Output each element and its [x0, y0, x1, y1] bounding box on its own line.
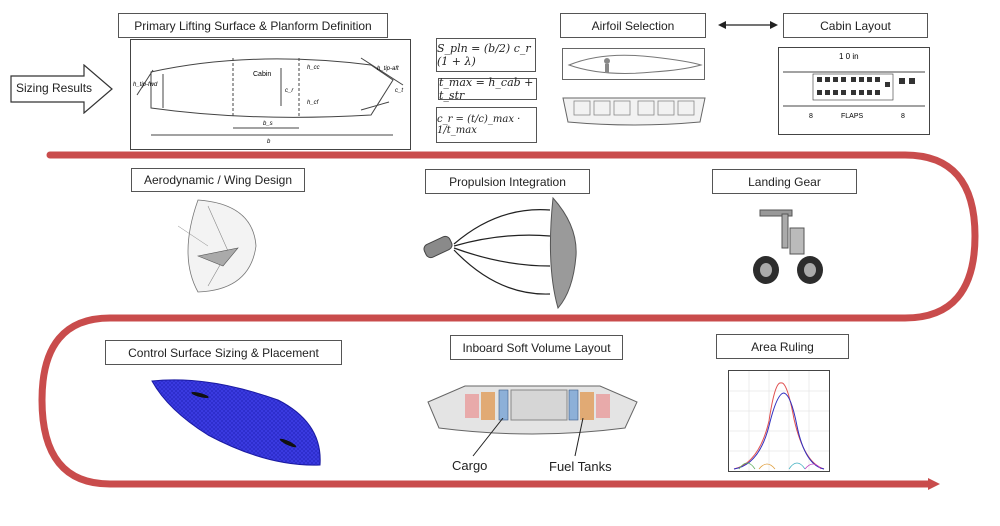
stage-label-soft-volume: Inboard Soft Volume Layout — [450, 335, 623, 360]
soft-volume-callout-lines — [472, 418, 584, 457]
cabin-cargo-right-label: 8 — [901, 113, 905, 120]
cabin-flaps-label: FLAPS — [841, 113, 864, 120]
sizing-results-label: Sizing Results — [16, 81, 93, 95]
equation-tmax: t_max = h_cab + t_str — [438, 76, 537, 102]
stage-label-propulsion: Propulsion Integration — [425, 169, 590, 194]
area-ruling-plot — [728, 370, 830, 472]
control-surface-mesh — [151, 379, 321, 466]
planform-cabin-label: Cabin — [253, 71, 271, 78]
planform-diagram: Cabin h_tip-fwd h_tip-aft h_cc h_cf c_t … — [130, 39, 411, 150]
planform-h-cc-label: h_cc — [307, 65, 320, 71]
stage-label-aero-wing: Aerodynamic / Wing Design — [131, 168, 305, 192]
landing-gear-sketch — [753, 209, 823, 284]
stage-label-landing-gear: Landing Gear — [712, 169, 857, 194]
airfoil-profile — [562, 48, 705, 80]
stage-label-area-ruling: Area Ruling — [716, 334, 849, 359]
cabin-cargo-left-label: 8 — [809, 113, 813, 120]
planform-bs-label: b_s — [263, 121, 273, 127]
cabin-dim-label: 1 0 in — [839, 52, 859, 61]
propulsion-sketch — [423, 196, 577, 310]
planform-cr-label: c_r — [285, 88, 294, 94]
callout-cargo: Cargo — [452, 458, 488, 473]
sizing-results-arrow — [10, 64, 113, 114]
stage-label-control-surface: Control Surface Sizing & Placement — [105, 340, 342, 365]
stage-label-cabin-layout: Cabin Layout — [783, 13, 928, 38]
planform-b-label: b — [267, 139, 271, 145]
cabin-layout-drawing: 1 0 in 8 FLAPS 8 — [778, 47, 930, 135]
stage-label-planform: Primary Lifting Surface & Planform Defin… — [118, 13, 388, 38]
callout-fuel-tanks: Fuel Tanks — [549, 459, 612, 474]
planform-h-cf-label: h_cf — [307, 100, 320, 106]
equation-span: S_pln = (b/2) c_r (1 + λ) — [436, 38, 536, 72]
planform-h-tip-fwd-label: h_tip-fwd — [133, 82, 158, 88]
airfoil-cross-section — [560, 92, 708, 129]
planform-h-tip-aft-label: h_tip-aft — [377, 66, 399, 72]
aero-wing-sketch — [177, 199, 257, 293]
equation-cr: c_r = (t/c)_max · 1/t_max — [436, 107, 537, 143]
planform-ct-label: c_t — [395, 88, 403, 94]
double-arrow — [718, 21, 778, 29]
soft-volume-layout — [427, 385, 638, 435]
stage-label-airfoil: Airfoil Selection — [560, 13, 706, 38]
